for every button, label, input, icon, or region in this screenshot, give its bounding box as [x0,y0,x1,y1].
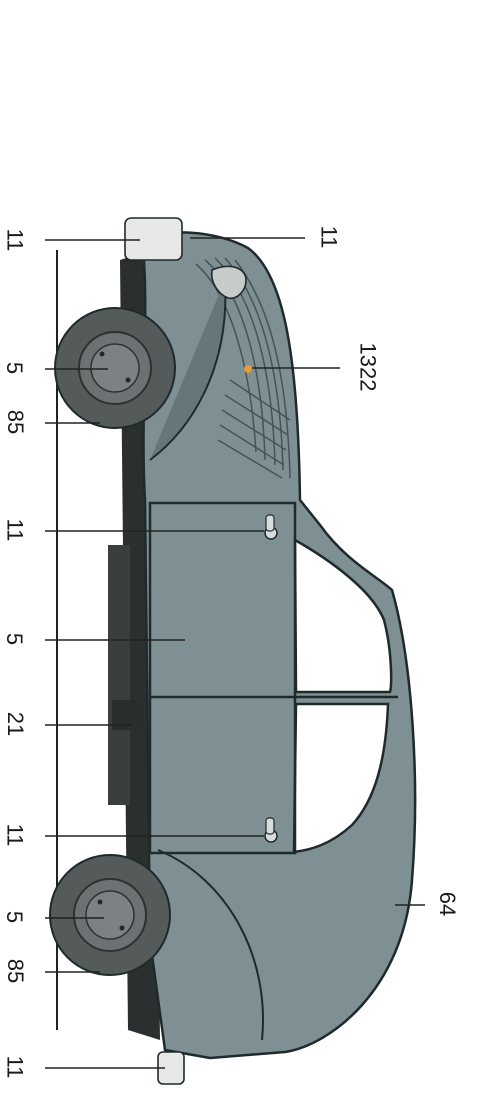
front-bumper [124,217,183,261]
callout-rear-door-handle: 11 [2,823,28,847]
rear-wheel [49,854,171,976]
callout-rear-hubcap: 5 [2,910,28,924]
callout-roof: 64 [435,891,461,917]
callout-front-tyre: 85 [3,409,29,435]
callout-sill: 21 [3,711,29,737]
leader-lines [45,237,425,1069]
callout-front-door: 5 [2,632,28,646]
bonnet-indicator [244,365,252,373]
callout-front-hubcap: 5 [2,361,28,375]
callout-rear-bumper: 11 [2,1055,28,1079]
callout-headlamp: 11 [316,225,342,249]
door-panel [148,501,297,855]
headlamp [210,265,247,300]
car-body [140,231,417,1060]
rear-door-handle [264,817,278,843]
callout-front-door-handle: 11 [2,518,28,542]
front-window [293,537,393,694]
callout-front-bumper: 11 [2,228,28,252]
callout-bonnet-indicator: 1322 [355,342,381,392]
front-wheel [54,307,176,429]
rear-window [292,702,390,854]
front-door-handle [264,514,278,540]
callout-rear-tyre: 85 [3,958,29,984]
